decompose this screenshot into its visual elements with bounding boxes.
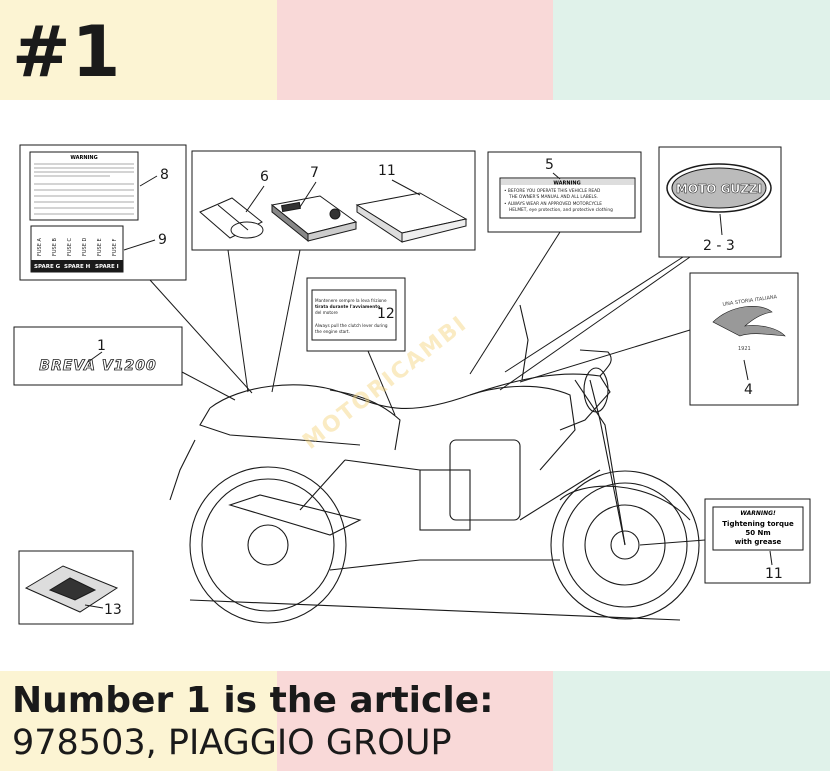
callout-10: 11 <box>765 566 783 582</box>
fuse-f: FUSE F <box>112 239 118 256</box>
motorcycle-illustration <box>169 304 700 624</box>
item-11-book <box>355 192 468 243</box>
footer-band-middle <box>277 671 553 771</box>
spare-h: SPARE H <box>64 264 91 270</box>
header-band-right <box>553 0 830 100</box>
box-6-7-11 <box>191 150 476 251</box>
fuse-label-9: FUSE A FUSE B FUSE C FUSE D FUSE E FUSE … <box>30 225 124 273</box>
box-10 <box>704 498 811 584</box>
label-10-line-2: 50 Nm <box>745 529 770 537</box>
box-8-9 <box>19 144 187 281</box>
logo-2-3-text: MOTO GUZZI <box>676 182 762 196</box>
header-title: #1 <box>12 11 122 93</box>
item-7-booklet <box>270 195 358 243</box>
decal-1-text: BREVA V1200 <box>39 358 156 374</box>
box-4 <box>689 272 799 406</box>
callout-9: 9 <box>158 232 167 248</box>
callout-11: 11 <box>378 163 396 179</box>
spare-i: SPARE I <box>95 264 119 270</box>
eagle-logo-4: UNA STORIA ITALIANA 1921 <box>712 294 786 352</box>
label-10-title: WARNING! <box>740 510 776 517</box>
box-2-3 <box>658 146 782 258</box>
box-12 <box>306 277 406 352</box>
box-1 <box>13 326 183 386</box>
label-12-line-3: del motore <box>315 310 338 315</box>
callout-12: 12 <box>377 306 395 322</box>
fuse-b: FUSE B <box>52 238 58 256</box>
footer-band-left <box>0 671 277 771</box>
footer-article-number: 978503, PIAGGIO GROUP <box>12 723 452 763</box>
callout-5: 5 <box>545 157 554 173</box>
label-12-line-5: the engine start. <box>315 329 350 334</box>
parts-diagram: WARNING 8 FUSE A FUSE B FUSE C FUSE D FU… <box>13 144 811 625</box>
label-12-line-1: Mantenere sempre la leva frizione <box>315 298 387 303</box>
label-5-line-4: HELMET, eye protection, and protective c… <box>509 207 613 213</box>
callout-1: 1 <box>97 338 106 354</box>
callout-2-3: 2 - 3 <box>703 238 735 254</box>
clutch-label-12: Mantenere sempre la leva frizione tirata… <box>311 289 397 341</box>
box-5 <box>487 151 642 233</box>
logo-4-text: UNA STORIA ITALIANA <box>722 294 778 308</box>
label-5-line-3: • ALWAYS WEAR AN APPROVED MOTORCYCLE <box>504 201 602 207</box>
label-5-title: WARNING <box>553 181 580 187</box>
footer-band-right <box>553 671 830 771</box>
item-13-sticker <box>24 565 119 613</box>
header-band-middle <box>277 0 553 100</box>
warning-label-8: WARNING <box>29 151 139 221</box>
label-12-line-2: tirata durante l'avviamento <box>315 304 380 309</box>
callout-6: 6 <box>260 169 269 185</box>
callout-13-visible: 13 <box>104 602 122 618</box>
moto-guzzi-oval-logo: MOTO GUZZI <box>666 163 772 213</box>
callout-8: 8 <box>160 167 169 183</box>
breva-decal-1: BREVA V1200 <box>39 358 156 375</box>
logo-4-year: 1921 <box>738 346 751 352</box>
label-5-line-2: THE OWNER'S MANUAL AND ALL LABELS. <box>508 194 598 200</box>
callout-7: 7 <box>310 165 319 181</box>
footer-article-heading: Number 1 is the article: <box>12 680 494 721</box>
box-13 <box>18 550 134 625</box>
warning-label-5: WARNING • BEFORE YOU OPERATE THIS VEHICL… <box>499 177 636 219</box>
label-5-line-1: • BEFORE YOU OPERATE THIS VEHICLE READ <box>504 188 601 194</box>
label-10-line-3: with grease <box>735 538 782 546</box>
label-8-title: WARNING <box>70 155 97 161</box>
fuse-d: FUSE D <box>82 238 88 256</box>
item-6-roll <box>199 197 264 239</box>
fuse-e: FUSE E <box>97 238 103 256</box>
label-10-line-1: Tightening torque <box>722 520 794 528</box>
label-12-line-4: Always pull the clutch lever during <box>315 323 388 328</box>
fuse-c: FUSE C <box>67 238 73 256</box>
header-band-left <box>0 0 277 100</box>
callout-4: 4 <box>744 382 753 398</box>
torque-label-10: WARNING! Tightening torque 50 Nm with gr… <box>712 506 804 551</box>
fuse-a: FUSE A <box>37 238 43 256</box>
spare-g: SPARE G <box>34 264 61 270</box>
